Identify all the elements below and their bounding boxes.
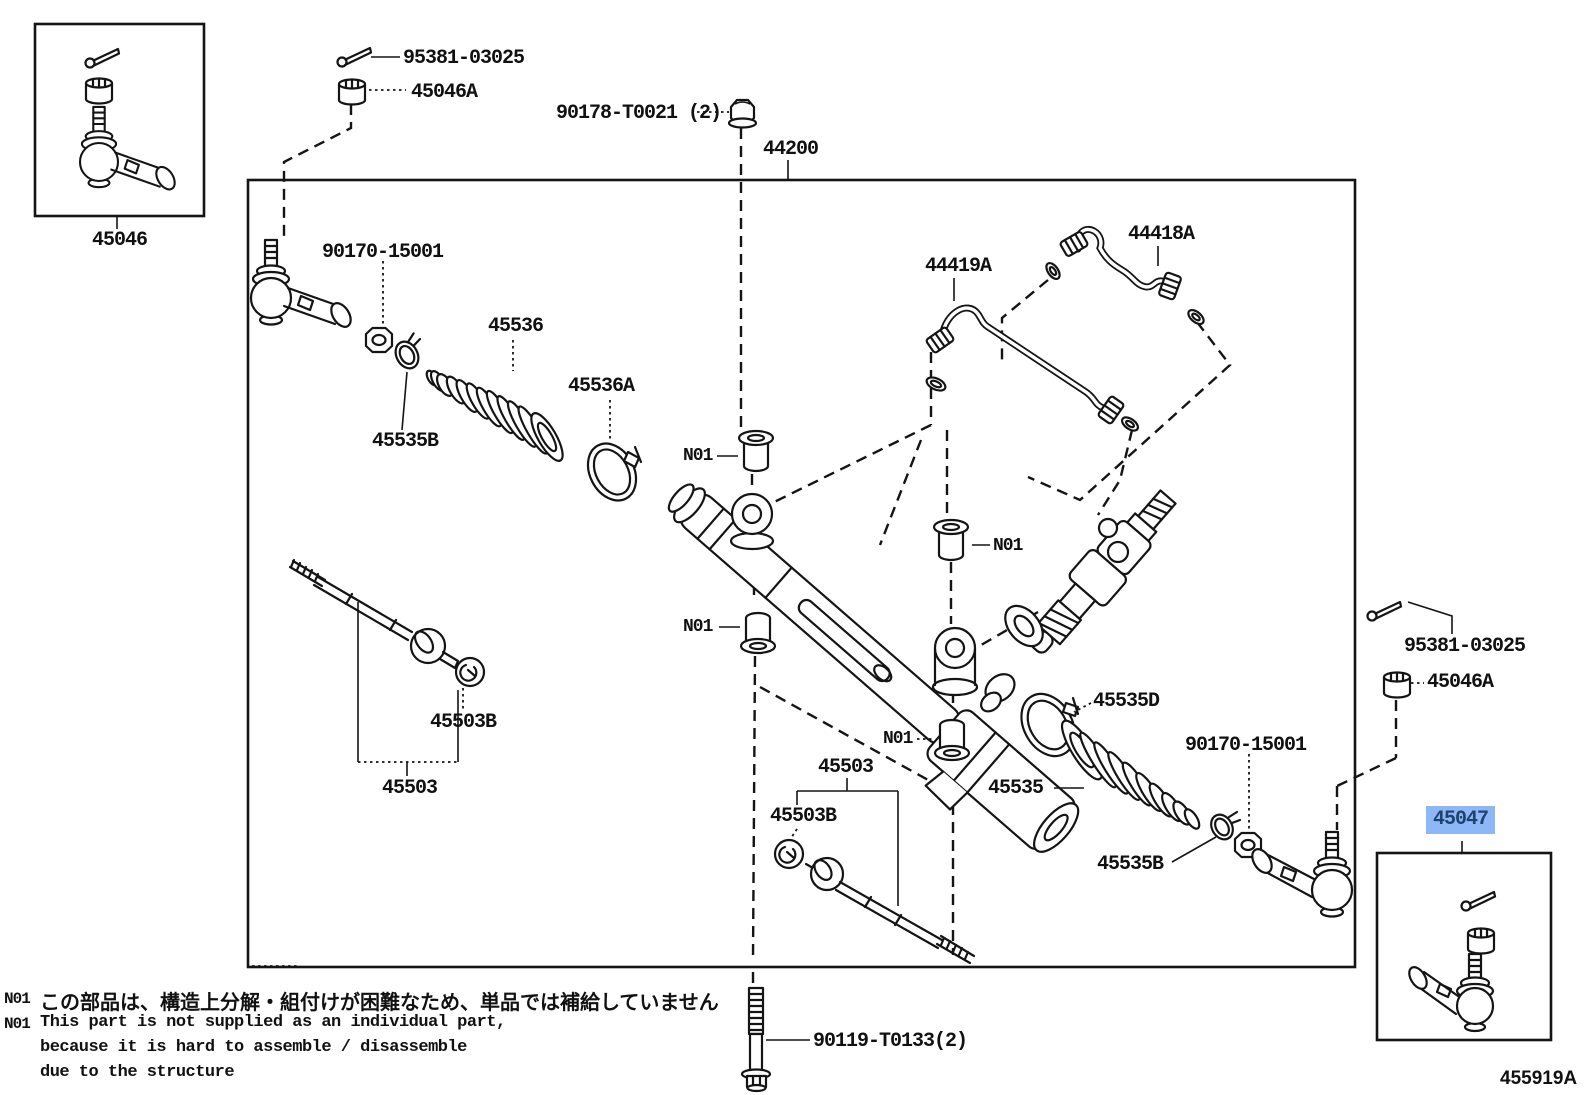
n01-marker-4: N01 xyxy=(883,729,913,749)
part-label-95381-top[interactable]: 95381-03025 xyxy=(403,47,525,70)
castle-nut-top-left xyxy=(337,78,367,106)
part-label-45536A[interactable]: 45536A xyxy=(568,375,635,398)
castle-nut-right xyxy=(1382,671,1412,699)
pressure-tube-44418A xyxy=(1042,225,1208,328)
part-label-90170-right[interactable]: 90170-15001 xyxy=(1185,734,1307,757)
part-label-45503B-upper[interactable]: 45503B xyxy=(430,711,497,734)
inner-tie-rod-lower xyxy=(773,838,976,965)
note-marker-en: N01 xyxy=(4,1015,31,1033)
clamp-45536A xyxy=(586,442,643,502)
part-label-90178[interactable]: 90178-T0021 (2) xyxy=(556,102,722,125)
part-label-45047-highlighted[interactable]: 45047 xyxy=(1426,806,1496,834)
part-label-45536[interactable]: 45536 xyxy=(488,315,544,338)
part-label-44200[interactable]: 44200 xyxy=(763,138,819,161)
n01-marker-2: N01 xyxy=(993,536,1023,556)
alignment-dashes xyxy=(282,104,1398,986)
part-label-45503-upper[interactable]: 45503 xyxy=(382,777,438,800)
pressure-tube-44419A xyxy=(924,304,1142,435)
part-label-45503B-lower[interactable]: 45503B xyxy=(770,805,837,828)
clamp-45535B-right xyxy=(1210,810,1242,841)
clamp-45535D xyxy=(1020,692,1080,758)
note-marker-jp: N01 xyxy=(4,990,31,1008)
part-label-45046[interactable]: 45046 xyxy=(92,229,148,252)
clamp-45535B-left xyxy=(394,332,422,370)
n01-marker-1: N01 xyxy=(683,446,713,466)
frame-boxes xyxy=(33,22,1553,1042)
part-label-90119[interactable]: 90119-T0133(2) xyxy=(813,1030,968,1053)
note-text-en-line3: due to the structure xyxy=(40,1063,235,1082)
part-label-45535B-left[interactable]: 45535B xyxy=(372,430,439,453)
inset-45047-drawing xyxy=(1408,890,1497,1033)
cotter-pin-right xyxy=(1366,600,1403,622)
part-label-45535B-right[interactable]: 45535B xyxy=(1097,853,1164,876)
part-label-90170-left[interactable]: 90170-15001 xyxy=(322,241,444,264)
bolt-90119 xyxy=(740,986,772,1093)
figure-code: 455919A xyxy=(1500,1068,1578,1089)
boot-45535 xyxy=(1060,719,1201,830)
note-text-en-line2: because it is hard to assemble / disasse… xyxy=(40,1038,467,1057)
part-label-44419A[interactable]: 44419A xyxy=(925,255,992,278)
note-text-en-line1: This part is not supplied as an individu… xyxy=(40,1013,506,1032)
part-label-45535[interactable]: 45535 xyxy=(988,777,1044,800)
n01-marker-3: N01 xyxy=(683,617,713,637)
tie-rod-end-right xyxy=(1251,830,1354,918)
inset-45046-drawing xyxy=(78,47,180,194)
control-valve-assembly xyxy=(980,489,1177,713)
part-label-44418A[interactable]: 44418A xyxy=(1128,223,1195,246)
note-text-jp: この部品は、構造上分解・組付けが困難なため、単品では補給していません xyxy=(40,992,719,1014)
part-label-45535D[interactable]: 45535D xyxy=(1093,690,1160,713)
part-label-45503-lower[interactable]: 45503 xyxy=(818,756,874,779)
inner-tie-rod-upper xyxy=(288,558,465,673)
boot-45536 xyxy=(425,369,564,462)
lock-nut-left xyxy=(364,326,394,354)
leader-lines xyxy=(116,56,1463,1041)
part-label-45046A-top[interactable]: 45046A xyxy=(411,81,478,104)
claw-washer-upper xyxy=(454,656,486,688)
part-label-45046A-right[interactable]: 45046A xyxy=(1427,671,1494,694)
cotter-pin-top-left xyxy=(336,46,373,68)
rack-tube xyxy=(667,483,1080,853)
part-label-95381-right[interactable]: 95381-03025 xyxy=(1404,635,1526,658)
flange-nut-90178 xyxy=(727,98,758,129)
